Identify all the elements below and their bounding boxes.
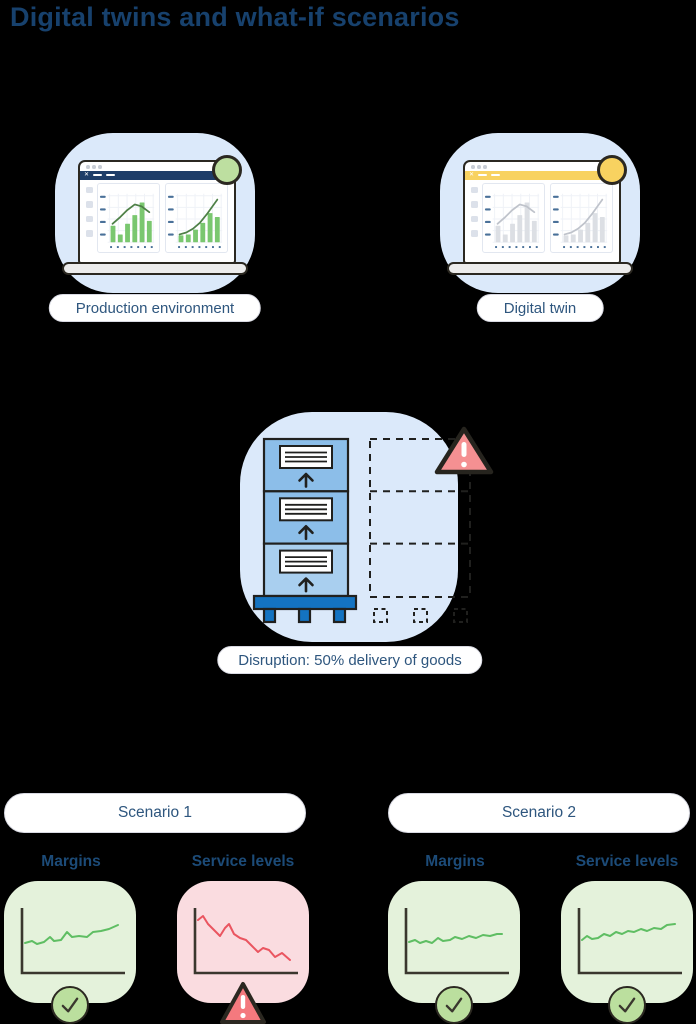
scenario-2-label: Scenario 2	[388, 793, 690, 833]
laptop-screen: ✕	[463, 160, 621, 264]
menu-dash-icon	[106, 173, 116, 177]
margins-chart-card	[388, 881, 520, 1024]
scenario-2-section: Scenario 2 Margins Service levels	[388, 793, 694, 1024]
pallet-stack-illustration	[252, 426, 494, 624]
sidebar-icons	[83, 183, 96, 253]
status-dot	[212, 155, 242, 185]
trend-line-chart	[20, 908, 125, 975]
margins-label: Margins	[41, 853, 101, 870]
trend-line-chart	[193, 908, 298, 975]
app-logo-icon: ✕	[84, 172, 90, 178]
box-label-lines	[285, 451, 327, 567]
check-icon	[51, 986, 89, 1024]
window-dots-icon	[465, 162, 619, 169]
disruption-figure: Disruption: 50% delivery of goods	[207, 410, 494, 682]
arrow-up-icon	[298, 472, 314, 593]
disruption-label: Disruption: 50% delivery of goods	[217, 646, 483, 674]
laptop-screen: ✕	[78, 160, 236, 264]
laptop-base	[447, 262, 633, 275]
scenario-1-label: Scenario 1	[4, 793, 306, 833]
production-environment-figure: ✕ Production environment	[40, 128, 270, 328]
pallet	[252, 594, 358, 624]
chart-card	[4, 881, 136, 1003]
menu-dash-icon	[93, 173, 103, 177]
trend-line-chart	[404, 908, 509, 975]
mini-bar-chart	[97, 182, 160, 253]
screen-body	[80, 180, 234, 253]
margins-label: Margins	[425, 853, 485, 870]
chart-card	[388, 881, 520, 1003]
ghost-stack	[369, 438, 471, 623]
service-levels-chart-card	[177, 881, 309, 1024]
status-dot	[597, 155, 627, 185]
app-topbar: ✕	[465, 170, 619, 180]
mini-bar-chart	[550, 182, 613, 253]
warning-triangle-icon	[434, 426, 494, 475]
production-environment-label: Production environment	[48, 294, 262, 322]
menu-dash-icon	[478, 173, 488, 177]
mini-bar-chart	[165, 182, 228, 253]
app-logo-icon: ✕	[469, 172, 475, 178]
window-dots-icon	[80, 162, 234, 169]
page-title: Digital twins and what-if scenarios	[10, 2, 460, 32]
chart-card	[561, 881, 693, 1003]
dashboard-panels	[97, 182, 228, 253]
alert-icon	[220, 982, 266, 1024]
trend-line-chart	[577, 908, 682, 975]
screen-body	[465, 180, 619, 253]
check-icon	[608, 986, 646, 1024]
scenario-1-section: Scenario 1 Margins Service levels	[4, 793, 310, 1024]
dashboard-panels	[482, 182, 613, 253]
mini-bar-chart	[482, 182, 545, 253]
laptop-base	[62, 262, 248, 275]
service-levels-chart-card	[561, 881, 693, 1024]
digital-twin-label: Digital twin	[476, 294, 604, 322]
margins-chart-card	[4, 881, 136, 1024]
app-topbar: ✕	[80, 170, 234, 180]
check-icon	[435, 986, 473, 1024]
service-levels-label: Service levels	[191, 853, 295, 870]
digital-twin-figure: ✕ Digital twin	[425, 128, 655, 328]
menu-dash-icon	[491, 173, 501, 177]
service-levels-label: Service levels	[575, 853, 679, 870]
sidebar-icons	[468, 183, 481, 253]
